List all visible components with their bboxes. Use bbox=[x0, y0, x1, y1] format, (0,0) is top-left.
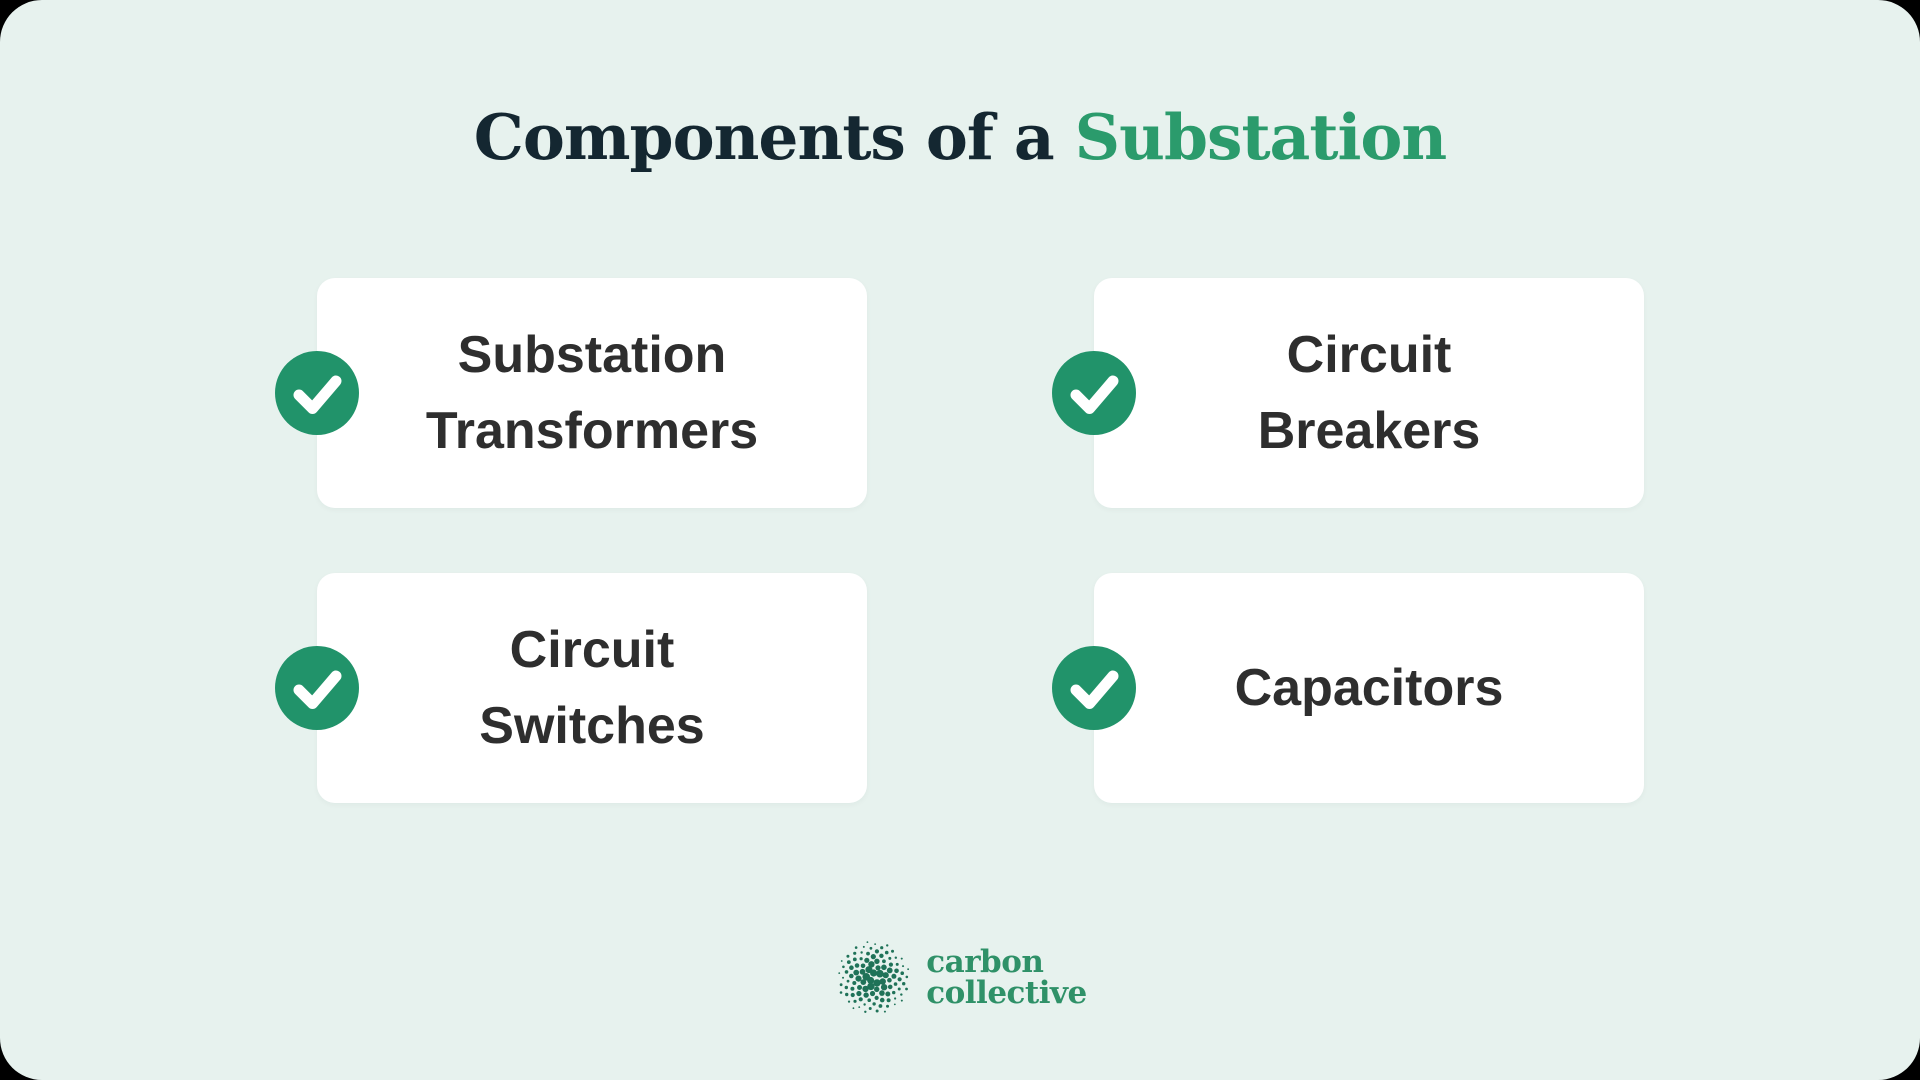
check-icon bbox=[275, 646, 359, 730]
logo-wordmark: carbon collective bbox=[926, 947, 1087, 1009]
card-label: Substation Transformers bbox=[425, 326, 759, 460]
check-icon bbox=[1052, 646, 1136, 730]
check-icon bbox=[1052, 351, 1136, 435]
page-title-prefix: Components of a bbox=[473, 100, 1055, 174]
components-grid: Substation Transformers Circuit Breakers… bbox=[275, 278, 1644, 803]
logo-word-collective: collective bbox=[926, 975, 1087, 1011]
card-label: Circuit Breakers bbox=[1257, 326, 1481, 460]
page-title: Components of a Substation bbox=[0, 96, 1920, 178]
card-label: Capacitors bbox=[1234, 659, 1504, 717]
dotted-sphere-icon bbox=[833, 938, 913, 1018]
card-circuit-switches: Circuit Switches bbox=[275, 573, 867, 803]
card-substation-transformers: Substation Transformers bbox=[275, 278, 867, 508]
card-capacitors: Capacitors bbox=[1052, 573, 1644, 803]
check-icon bbox=[275, 351, 359, 435]
page-title-highlight: Substation bbox=[1074, 100, 1448, 174]
card-circuit-breakers: Circuit Breakers bbox=[1052, 278, 1644, 508]
card-label: Circuit Switches bbox=[479, 621, 705, 755]
carbon-collective-logo: carbon collective bbox=[833, 938, 1087, 1018]
logo-word-carbon: carbon bbox=[926, 944, 1044, 980]
